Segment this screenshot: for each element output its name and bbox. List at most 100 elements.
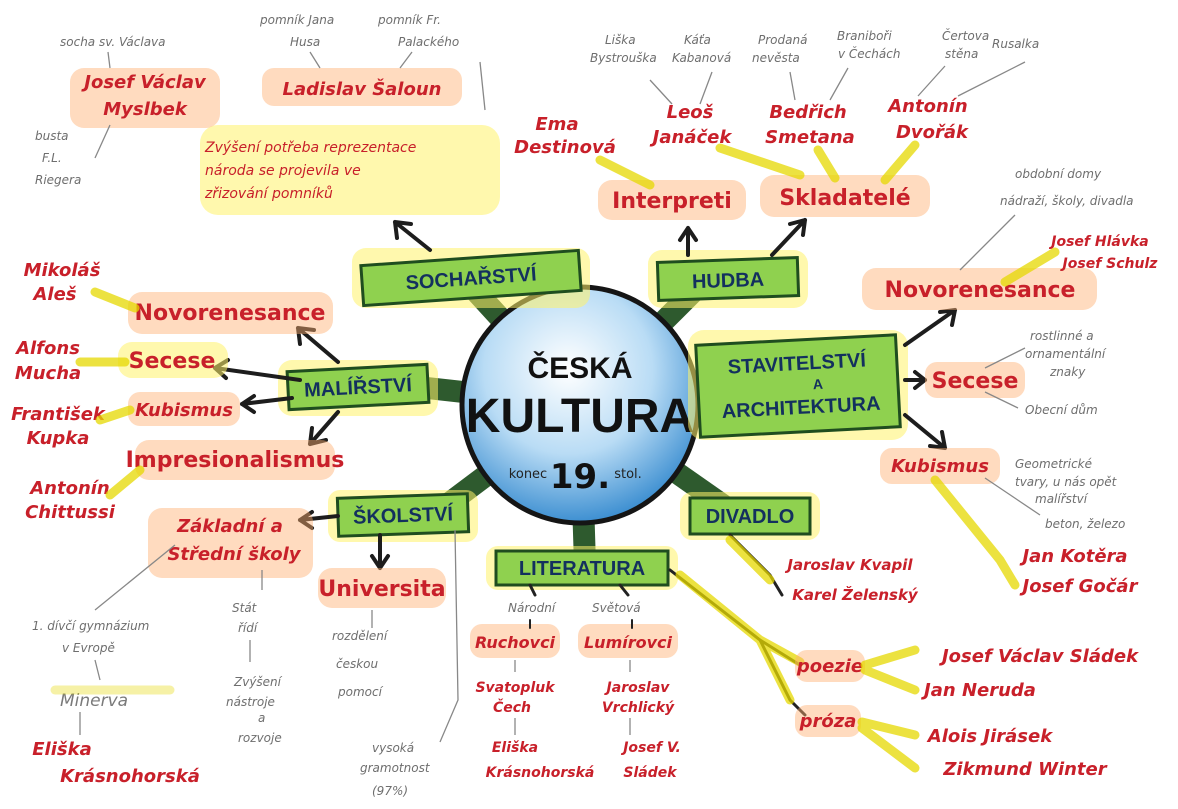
sochar-busta-2: F.L. (42, 151, 62, 165)
sochar-zvyseni-3: zřizování pomníků (204, 186, 333, 202)
branch-skolstvi: ŠKOLSTVÍ Základní a Střední školy Univer… (32, 490, 478, 798)
stavit-kub-note-4: beton, železo (1045, 517, 1125, 531)
hudba-destinova-1: Ema (535, 114, 578, 135)
lit-poezie: poezie (796, 656, 863, 677)
hudba-dvorak-2: Dvořák (896, 122, 969, 143)
branch-malirstvi: MALÍŘSTVÍ Novorenesance Secese Kubismus … (11, 260, 438, 523)
sochar-pomnik-pal-1: pomník Fr. (377, 13, 441, 27)
malir-kubismus: Kubismus (135, 400, 233, 421)
stavit-kubismus: Kubismus (891, 456, 989, 477)
center-title-2: KULTURA (466, 390, 694, 443)
skol-zvysuje-2: nástroje (226, 695, 275, 709)
skol-zvysuje-3: a (258, 711, 265, 725)
skol-minerva: Minerva (60, 691, 128, 711)
malir-mucha-2: Mucha (15, 363, 81, 384)
hudba-smetana-1: Bedřich (769, 102, 846, 123)
skol-rozdeleni-2: českou (336, 657, 379, 671)
hudba-skladatele: Skladatelé (779, 186, 910, 211)
skol-gym-2: v Evropě (62, 641, 115, 655)
skol-vzdel-2: gramotnost (360, 761, 431, 775)
hudba-dvorak-w2: Rusalka (992, 37, 1039, 51)
stavit-schulz: Josef Schulz (1060, 256, 1159, 272)
center-title-1: ČESKÁ (527, 351, 632, 385)
stavit-secese-note-2: ornamentální (1025, 347, 1107, 361)
branch-literatura: LITERATURA Národní Světová Ruchovci Lumí… (470, 546, 1139, 781)
hudba-smetana-w1b: nevěsta (752, 51, 800, 65)
lit-cech-2: Čech (493, 698, 531, 716)
lit-p-neruda: Jan Neruda (921, 680, 1036, 701)
branch-socharstvi: SOCHAŘSTVÍ Zvýšení potřeba reprezentace … (35, 13, 590, 308)
sochar-myslbek-1: Josef Václav (81, 72, 207, 93)
hudba-smetana-w2a: Braniboři (837, 29, 892, 43)
stavit-novo-note-2: nádraží, školy, divadla (1000, 194, 1134, 208)
lit-svetova: Světová (592, 601, 641, 615)
hudba-dvorak-1: Antonín (886, 96, 968, 117)
label-divadlo: DIVADLO (706, 506, 795, 528)
skol-vzdel-1: vysoká (372, 741, 414, 755)
divadlo-zelensky: Karel Želenský (792, 585, 919, 604)
stavit-secese-note-4: Obecní dům (1025, 403, 1098, 417)
malir-novorenesance: Novorenesance (135, 301, 326, 326)
lit-p-winter: Zikmund Winter (942, 759, 1107, 780)
divadlo-kvapil: Jaroslav Kvapil (784, 556, 913, 574)
hudba-janacek-2: Janáček (650, 127, 733, 148)
lit-p-sladek: Josef Václav Sládek (939, 646, 1139, 667)
skol-vzdel-3: (97%) (372, 784, 408, 798)
malir-kupka-2: Kupka (27, 428, 90, 449)
branch-hudba: HUDBA Interpreti Skladatelé Ema Destinov… (514, 28, 1039, 308)
stavit-secese-note-1: rostlinné a (1030, 329, 1094, 343)
lit-proza: próza (799, 711, 857, 732)
hudba-dvorak-w1a: Čertova (942, 28, 989, 43)
malir-ales-2: Aleš (31, 284, 76, 305)
sochar-zvyseni-2: národa se projevila ve (205, 163, 361, 179)
label-hudba: HUDBA (692, 269, 765, 294)
stavit-kub-note-1: Geometrické (1015, 457, 1092, 471)
sochar-pomnik-hus-1: pomník Jana (259, 13, 334, 27)
sochar-socha-vaclava: socha sv. Václava (60, 35, 166, 49)
skol-zakladni-2: Střední školy (167, 544, 301, 565)
sochar-busta-3: Riegera (35, 173, 81, 187)
hudba-smetana-w1a: Prodaná (758, 33, 807, 47)
stavit-secese-note-3: znaky (1049, 365, 1086, 379)
center-century: 19. (550, 457, 610, 497)
hudba-janacek-w2b: Kabanová (672, 51, 731, 65)
skol-zvysuje-4: rozvoje (238, 731, 282, 745)
sochar-zvyseni-1: Zvýšení potřeba reprezentace (204, 140, 416, 156)
sochar-saloun: Ladislav Šaloun (283, 78, 442, 100)
skol-krasno-2: Krásnohorská (60, 766, 200, 787)
center-node: ČESKÁ KULTURA konec 19. stol. (459, 284, 701, 526)
sochar-busta-1: busta (35, 129, 69, 143)
sochar-myslbek-2: Myslbek (103, 99, 188, 120)
stavit-gocar: Josef Gočár (1020, 576, 1139, 597)
skol-zakladni-1: Základní a (176, 516, 283, 537)
stavit-novo-note-1: obdobní domy (1015, 167, 1102, 181)
hudba-destinova-2: Destinová (514, 137, 616, 158)
stavit-kub-note-2: tvary, u nás opět (1015, 475, 1118, 489)
center-konec: konec (509, 467, 547, 482)
lit-sladek-1: Josef V. (620, 740, 681, 756)
stavit-novorenesance: Novorenesance (885, 278, 1076, 303)
hudba-janacek-w2a: Káťa (684, 33, 711, 47)
lit-vrchlicky-2: Vrchlický (602, 700, 675, 716)
hudba-janacek-1: Leoš (667, 102, 714, 123)
sochar-pomnik-hus-2: Husa (290, 35, 320, 49)
stavit-hlavka: Josef Hlávka (1048, 234, 1148, 250)
lit-cech-1: Svatopluk (475, 680, 556, 696)
skol-stat-1: Stát (232, 601, 258, 615)
lit-vrchlicky-1: Jaroslav (604, 680, 671, 696)
lit-ruchovci: Ruchovci (475, 633, 556, 652)
stavit-secese: Secese (932, 369, 1019, 394)
stavit-kotera: Jan Kotěra (1019, 546, 1127, 567)
label-skolstvi: ŠKOLSTVÍ (353, 501, 454, 528)
hudba-janacek-w1a: Liška (605, 33, 636, 47)
skol-gym-1: 1. dívčí gymnázium (32, 619, 149, 633)
hudba-janacek-w1b: Bystrouška (590, 51, 657, 65)
label-stavitelstvi-2: A (812, 376, 823, 393)
malir-chittussi-2: Chittussi (25, 502, 116, 523)
lit-sladek-2: Sládek (623, 765, 678, 781)
skol-krasno-1: Eliška (32, 739, 91, 760)
hudba-smetana-2: Smetana (765, 127, 855, 148)
malir-secese: Secese (129, 349, 216, 374)
hudba-interpreti: Interpreti (612, 189, 732, 214)
malir-chittussi-1: Antonín (28, 478, 110, 499)
